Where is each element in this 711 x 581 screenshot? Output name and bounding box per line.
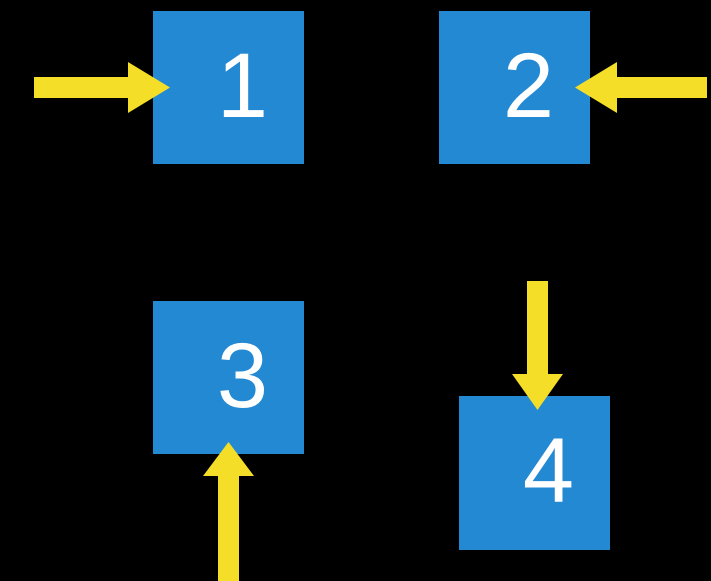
node-box-4[interactable]: 4 <box>459 396 610 550</box>
node-label-4: 4 <box>522 420 575 522</box>
arrow-pointing-down-into-box-4 <box>512 281 563 410</box>
node-label-2: 2 <box>502 34 555 137</box>
node-label-1: 1 <box>216 34 269 137</box>
node-label-3: 3 <box>216 324 269 427</box>
arrow-pointing-right-into-box-1 <box>34 62 170 113</box>
node-box-1[interactable]: 1 <box>153 11 304 164</box>
arrow-pointing-left-into-box-2 <box>575 62 707 113</box>
arrow-pointing-up-into-box-3 <box>203 442 254 581</box>
node-box-3[interactable]: 3 <box>153 301 304 454</box>
node-box-2[interactable]: 2 <box>439 11 590 164</box>
